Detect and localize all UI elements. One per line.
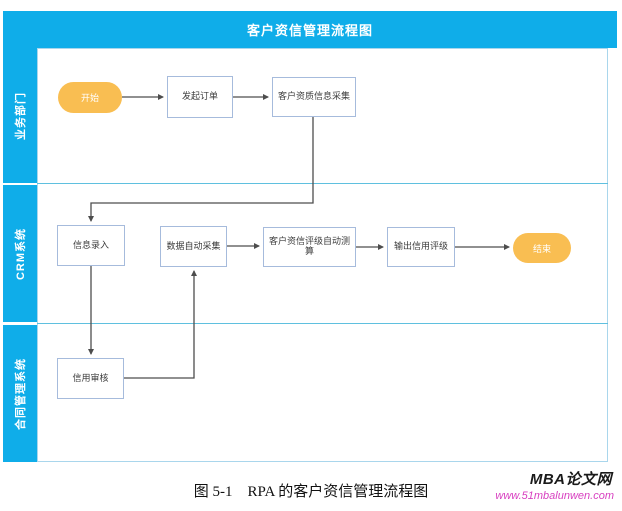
- end-node: 结束: [513, 233, 571, 263]
- lane-label-contract-system: 合同管理系统: [3, 325, 37, 462]
- lane-separator: [37, 183, 608, 184]
- auto-credit-rating-node: 客户资信评级自动测算: [263, 227, 356, 267]
- watermark-site-name: MBA论文网: [529, 471, 612, 488]
- start-node: 开始: [58, 82, 122, 113]
- watermark-site-url[interactable]: www.51mbalunwen.com: [495, 490, 614, 502]
- lane-label-business-dept: 业务部门: [3, 48, 37, 183]
- lane-label-text: CRM系统: [15, 227, 27, 280]
- auto-data-collection-node: 数据自动采集: [160, 226, 227, 267]
- lane-label-crm-system: CRM系统: [3, 185, 37, 322]
- figure-caption: 图 5-1 RPA 的客户资信管理流程图: [193, 484, 429, 500]
- output-credit-rating-node: 输出信用评级: [387, 227, 455, 267]
- initiate-order-node: 发起订单: [167, 76, 233, 118]
- qualification-collection-node: 客户资质信息采集: [272, 77, 356, 117]
- credit-review-node: 信用审核: [57, 358, 124, 399]
- lane-label-text: 合同管理系统: [15, 357, 27, 430]
- info-entry-node: 信息录入: [57, 225, 125, 266]
- diagram-title: 客户资信管理流程图: [246, 23, 373, 38]
- lane-separator: [37, 323, 608, 324]
- diagram-title-bar: 客户资信管理流程图: [3, 11, 617, 48]
- lane-label-text: 业务部门: [15, 91, 27, 140]
